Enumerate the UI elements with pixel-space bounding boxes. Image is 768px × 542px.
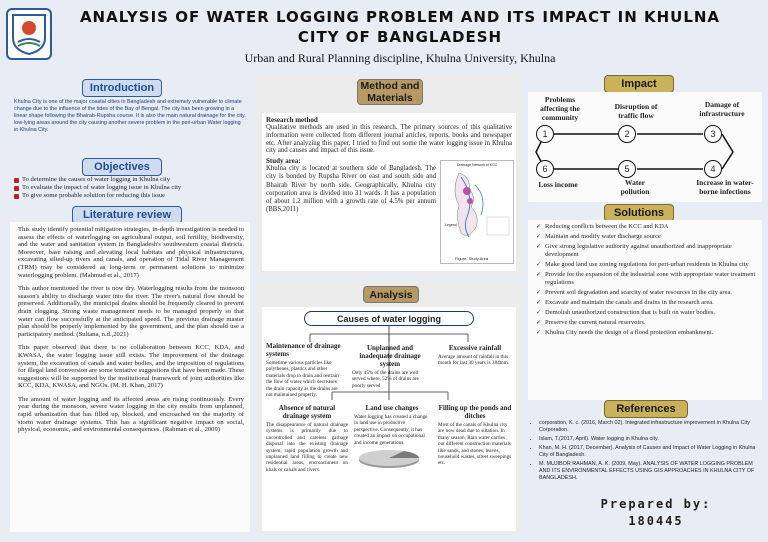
impact-label: Water pollution: [620, 178, 650, 196]
cause-land-use: Land use changes Water logging has creat…: [354, 404, 430, 475]
solution-item: Maintain and modify water discharge sour…: [536, 233, 756, 241]
reference-item: Khan, M. H. (2017, December). Analysis o…: [539, 445, 762, 459]
title-line-2: City of Bangladesh: [297, 28, 503, 46]
objective-item: To give some probable solution for reduc…: [14, 192, 246, 200]
references-list: corporation, K. c. (2016, March 02). Int…: [530, 420, 762, 484]
literature-paragraph: This author mentioned the river is now d…: [18, 285, 244, 338]
causes-connector-lines: [309, 326, 469, 400]
literature-paragraph: The amount of water logging and its affe…: [18, 395, 244, 434]
prepared-id: 180445: [628, 514, 684, 528]
cause-natural-drainage: Absence of natural drainage system The d…: [266, 404, 348, 473]
cause-text: Water logging has created a change in la…: [354, 414, 428, 446]
impact-number: 2: [618, 125, 636, 143]
solution-item: Give strong legislative authority agains…: [536, 243, 756, 259]
impact-label: Loss income: [538, 180, 578, 189]
university-logo: [6, 8, 52, 60]
references-heading: References: [604, 400, 688, 418]
cause-unplanned: Unplanned and inadequate drainage system…: [352, 344, 428, 389]
prepared-by: Prepared by: 180445: [566, 496, 746, 530]
map-title: Drainage Network of KCC: [456, 163, 498, 167]
solution-item: Reducing conflicts between the KCC and K…: [536, 223, 756, 231]
research-method-text: Qualitative methods are used in this res…: [266, 124, 512, 155]
land-use-pie-image: [359, 450, 420, 469]
objective-item: To determine the causes of water logging…: [14, 176, 246, 184]
objectives-heading: Objectives: [82, 158, 162, 176]
solution-item: Khulna City needs the design of a flood …: [536, 329, 756, 337]
objective-item: To evaluate the impact of water logging …: [14, 184, 246, 192]
impact-number: 5: [618, 160, 636, 178]
solution-item: Provide for the expansion of the industr…: [536, 271, 756, 287]
solution-item: Preserve the current natural reservoirs.: [536, 319, 756, 327]
reference-item: corporation, K. c. (2016, March 02). Int…: [539, 420, 762, 434]
cause-text: Most of the canals of Khulna city are no…: [438, 422, 512, 467]
cause-rainfall: Excessive rainfall Average amount of rai…: [438, 344, 512, 367]
reference-item: M. MUJIBOR RAHMAN, A. K. (2009, May). AN…: [539, 461, 762, 482]
literature-review-panel: This study identify potential mitigation…: [10, 222, 250, 532]
literature-paragraph: This study identify potential mitigation…: [18, 226, 244, 279]
cause-title: Filling up the ponds and ditches: [438, 404, 512, 420]
literature-paragraph: This paper observed that there is no col…: [18, 344, 245, 390]
cause-title: Unplanned and inadequate drainage system: [359, 344, 421, 368]
method-heading: Method and Materials: [357, 79, 423, 105]
cause-filling-ponds: Filling up the ponds and ditches Most of…: [438, 404, 512, 467]
introduction-heading: Introduction: [82, 79, 162, 97]
impact-number: 6: [536, 160, 554, 178]
solution-item: Demolish unauthorized construction that …: [536, 309, 756, 317]
map-graphic: [454, 172, 510, 238]
figure-caption: Figure: Study Area: [455, 256, 489, 261]
cause-title: Maintenance of drainage systems: [266, 342, 341, 358]
cause-text: Average amount of rainfall in this month…: [438, 354, 510, 367]
solutions-list: Reducing conflicts between the KCC and K…: [536, 223, 756, 337]
poster-title: Analysis of Water Logging Problem and it…: [70, 7, 730, 47]
cause-title: Absence of natural drainage system: [278, 404, 336, 420]
solution-item: Prevent soil degradation and scarcity of…: [536, 289, 756, 297]
solutions-heading: Solutions: [604, 204, 674, 222]
poster-subtitle: Urban and Rural Planning discipline, Khu…: [244, 51, 556, 65]
cause-text: Only 45% of the drains are well served w…: [352, 370, 419, 389]
impact-label: Disruption of traffic flow: [614, 102, 658, 120]
map-legend: Legend: [445, 223, 457, 227]
study-area-text: Khulna city is located at southern side …: [266, 165, 436, 214]
reference-item: Islam, T.(2017, April). Water logging in…: [539, 436, 762, 443]
impact-panel: [528, 92, 762, 202]
impact-number: 4: [704, 160, 722, 178]
cause-maintenance: Maintenance of drainage systems Sometime…: [266, 342, 342, 398]
solution-item: Excavate and maintain the canals and dra…: [536, 299, 756, 307]
impact-number: 3: [704, 125, 722, 143]
title-line-1: Analysis of Water Logging Problem and it…: [79, 8, 721, 26]
impact-number: 1: [536, 125, 554, 143]
cause-text: The disappearance of natural drainage sy…: [266, 422, 348, 473]
impact-label: Damage of infrastructure: [699, 100, 745, 118]
solutions-panel: Reducing conflicts between the KCC and K…: [528, 220, 762, 400]
analysis-heading: Analysis: [363, 286, 419, 303]
cause-text: Sometime various particles like polythen…: [266, 360, 339, 399]
research-method-label: Research method: [266, 116, 318, 124]
objectives-list: To determine the causes of water logging…: [14, 176, 246, 200]
introduction-text: Khulna City is one of the major coastal …: [14, 99, 246, 133]
study-area-label: Study area:: [266, 157, 301, 166]
causes-title: Causes of water logging: [304, 311, 474, 326]
cause-title: Land use changes: [365, 404, 419, 412]
study-area-map: Drainage Network of KCC Legend Figure: S…: [440, 160, 514, 264]
solution-item: Make good land use zoning regulations fo…: [536, 261, 756, 269]
impact-label: Problems affecting the community: [540, 95, 580, 122]
poster-header: [0, 0, 768, 70]
impact-label: Increase in water-borne infections: [696, 178, 754, 196]
prepared-label: Prepared by:: [600, 497, 712, 511]
cause-title: Excessive rainfall: [448, 344, 502, 352]
impact-heading: Impact: [604, 75, 674, 93]
